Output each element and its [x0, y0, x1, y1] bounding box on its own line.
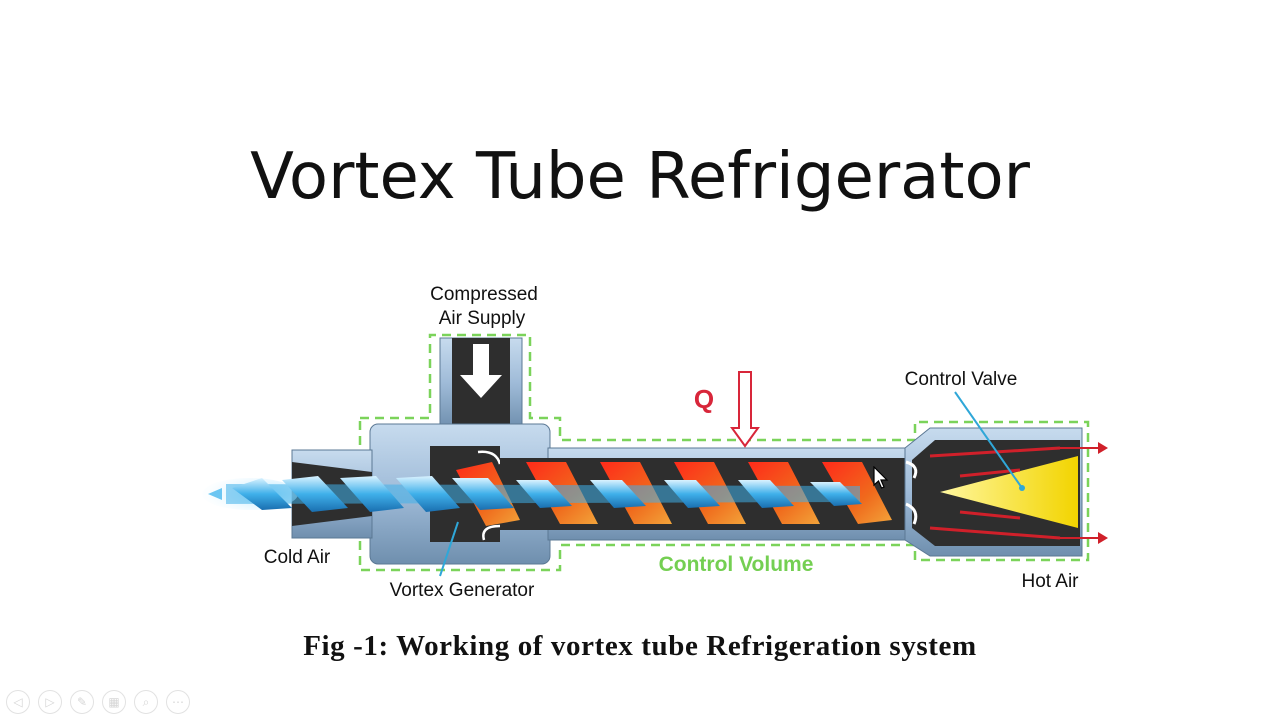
prev-icon[interactable]: ◁ [6, 690, 30, 714]
zoom-icon[interactable]: ⌕ [134, 690, 158, 714]
label-heat-q: Q [694, 384, 714, 414]
pen-icon[interactable]: ✎ [70, 690, 94, 714]
label-compressed-air-line2: Air Supply [439, 308, 526, 329]
control-volume-outline [358, 333, 1090, 572]
label-control-volume: Control Volume [659, 553, 814, 576]
label-control-valve: Control Valve [905, 369, 1018, 390]
mouse-cursor-icon [873, 466, 889, 489]
label-cold-air: Cold Air [264, 547, 331, 568]
cold-exit-arrow-icon [208, 488, 222, 500]
heat-q-arrow-icon [730, 371, 760, 448]
inlet-arrow-icon [460, 344, 502, 398]
presentation-toolbar: ◁ ▷ ✎ ▦ ⌕ ⋯ [6, 690, 190, 716]
cold-vortex-flow [226, 476, 862, 512]
label-hot-air: Hot Air [1021, 571, 1079, 592]
label-compressed-air-line1: Compressed [430, 284, 538, 305]
label-vortex-generator: Vortex Generator [390, 580, 535, 601]
slide-title: Vortex Tube Refrigerator [250, 140, 1030, 214]
next-icon[interactable]: ▷ [38, 690, 62, 714]
slides-icon[interactable]: ▦ [102, 690, 126, 714]
control-valve-cone [940, 456, 1078, 528]
figure-caption: Fig -1: Working of vortex tube Refrigera… [303, 630, 977, 662]
more-icon[interactable]: ⋯ [166, 690, 190, 714]
